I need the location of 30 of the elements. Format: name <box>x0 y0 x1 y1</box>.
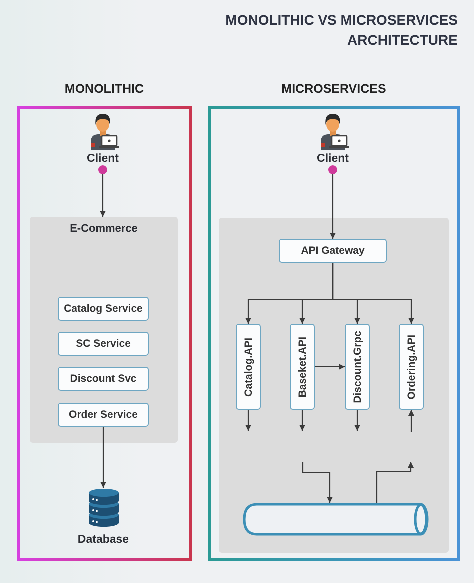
node-label: Client <box>317 153 349 166</box>
arrow <box>376 462 414 503</box>
service-box: Baseket.API <box>290 324 315 410</box>
group-panel <box>30 217 178 443</box>
service-box: SC Service <box>58 332 149 356</box>
service-box: Discount.Grpc <box>345 324 370 410</box>
arrow <box>332 263 414 324</box>
service-box: API Gateway <box>279 239 387 263</box>
arrow <box>315 364 345 370</box>
arrow <box>408 410 414 432</box>
panel-heading: MONOLITHIC <box>64 82 144 97</box>
arrow <box>302 462 333 503</box>
diagram-title: MONOLITHIC VS MICROSERVICES ARCHITECTURE <box>224 11 458 50</box>
service-box: Ordering.API <box>399 324 424 410</box>
arrow <box>300 410 306 431</box>
group-heading: E-Commerce <box>70 223 138 236</box>
node-label: Database <box>78 534 130 547</box>
service-box: Catalog.API <box>236 324 261 410</box>
service-box: Discount Svc <box>58 367 149 391</box>
arrow <box>98 166 108 217</box>
arrow <box>246 410 252 431</box>
service-box: Order Service <box>58 403 149 427</box>
arrow <box>354 410 360 431</box>
pipe-shape <box>243 503 429 536</box>
arrow <box>328 166 338 239</box>
node-label: Client <box>87 153 119 166</box>
arrow <box>100 427 106 488</box>
group-panel <box>219 218 449 553</box>
service-box: Catalog Service <box>58 297 149 321</box>
panel-heading: MICROSERVICES <box>282 82 386 97</box>
